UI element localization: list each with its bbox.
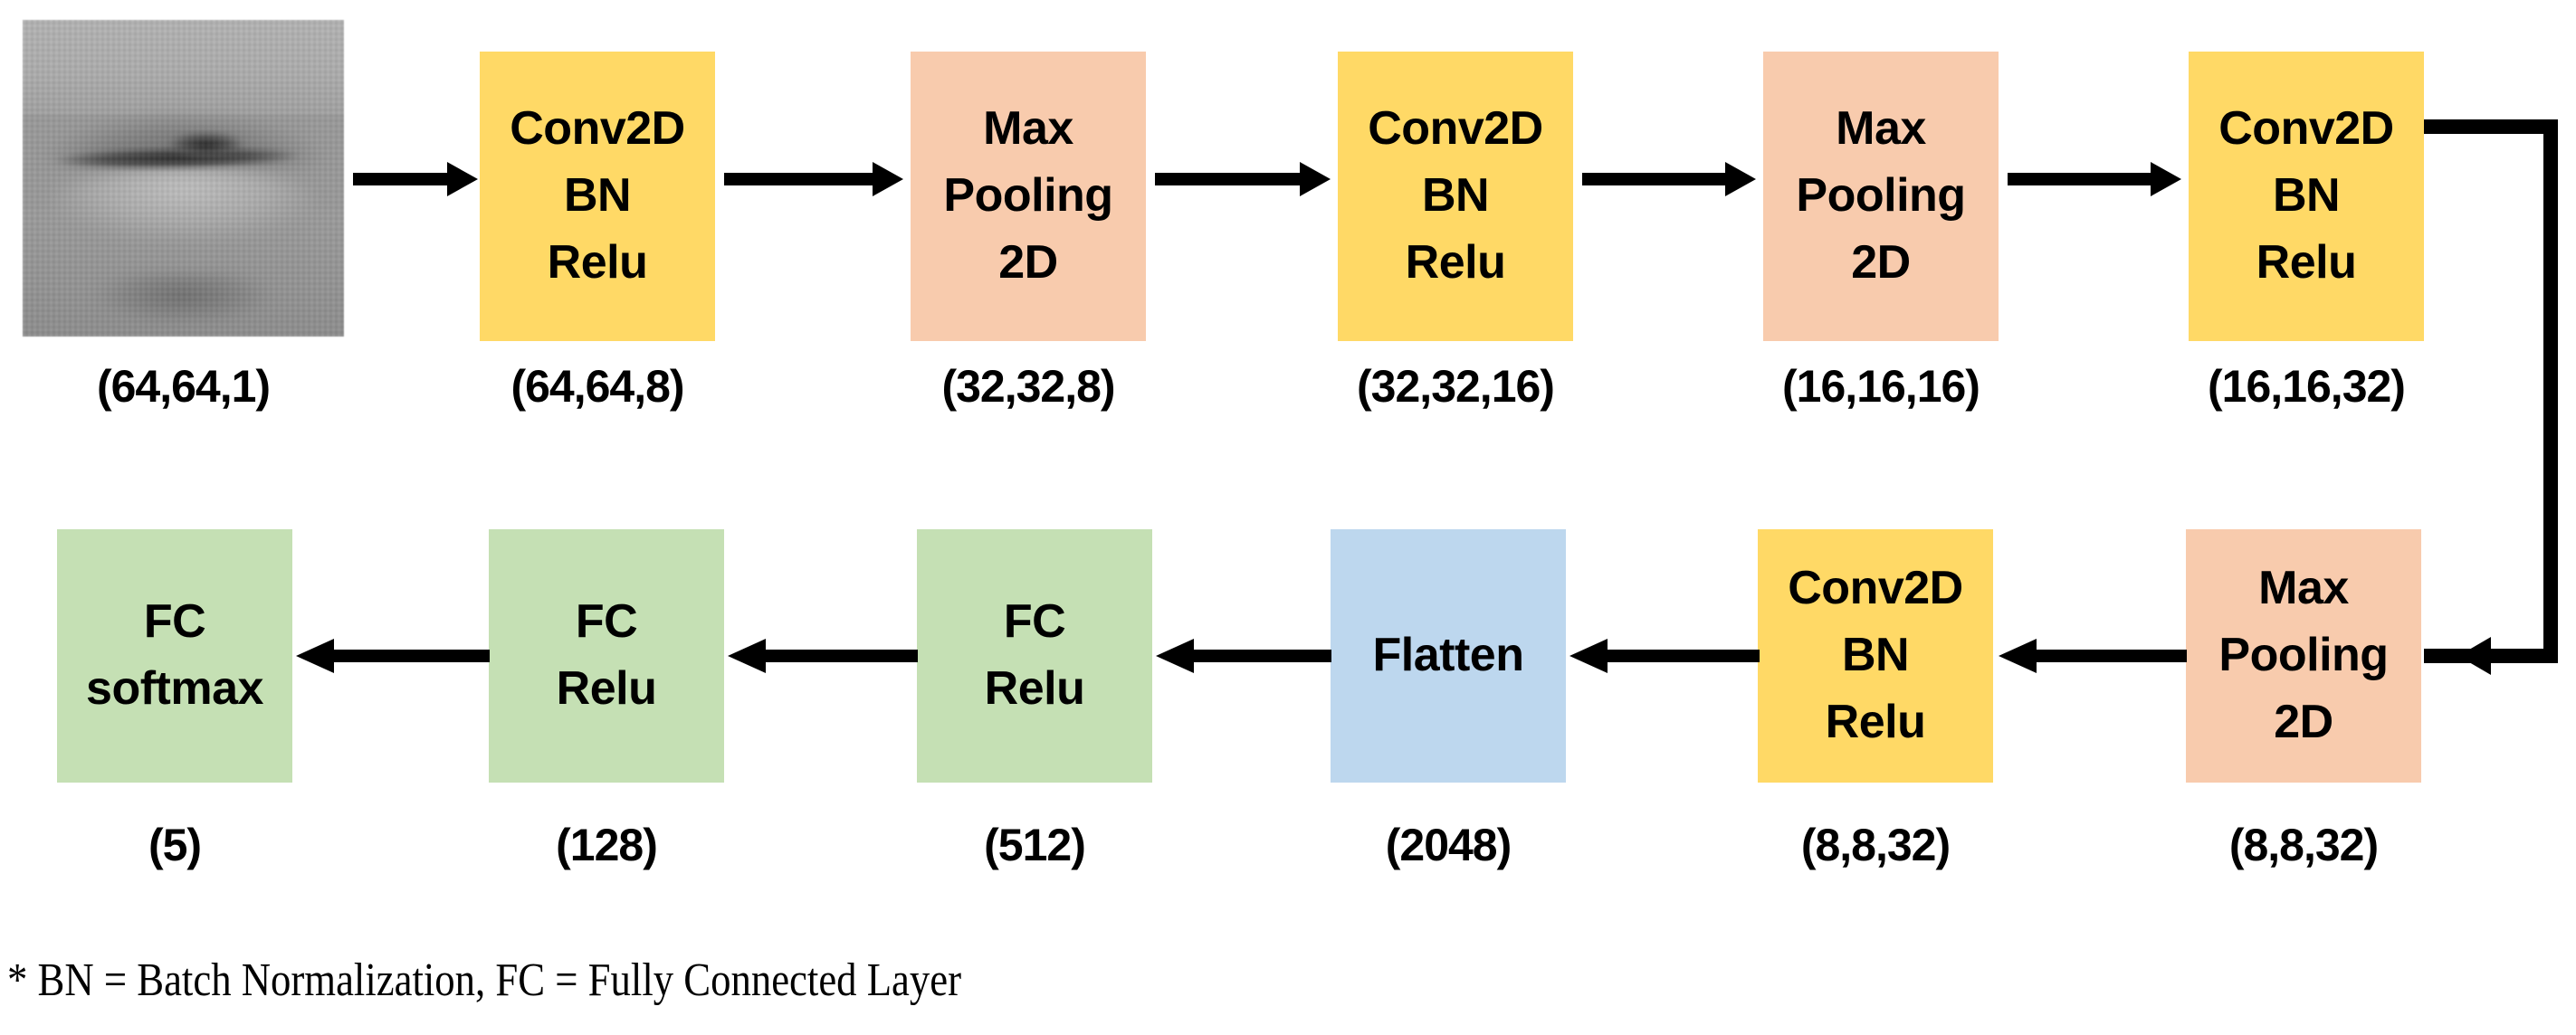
layer-conv4-line1: Conv2D	[1788, 562, 1963, 615]
layer-pool2-line1: Max	[1836, 102, 1926, 156]
layer-pool3-line1: Max	[2258, 562, 2349, 615]
arrow-fc2-to-fc-softmax	[294, 635, 490, 677]
caption-fc2: (128)	[556, 820, 658, 870]
arrow-conv1-to-pool1	[724, 158, 905, 200]
layer-pool2-line2: Pooling	[1796, 169, 1966, 223]
layer-conv2-line3: Relu	[1405, 235, 1506, 289]
layer-conv3-line1: Conv2D	[2218, 102, 2394, 156]
layer-conv3-line2: BN	[2272, 169, 2341, 223]
caption-fc-softmax: (5)	[148, 820, 202, 870]
arrow-fc1-to-fc2	[726, 635, 918, 677]
layer-conv2-line1: Conv2D	[1368, 102, 1543, 156]
caption-fc1: (512)	[984, 820, 1086, 870]
footnote-legend: * BN = Batch Normalization, FC = Fully C…	[7, 954, 961, 1006]
image-region-lower-lip	[48, 168, 319, 239]
layer-flatten-line1: Flatten	[1372, 629, 1524, 682]
caption-conv4: (8,8,32)	[1800, 820, 1951, 870]
caption-conv1: (64,64,8)	[510, 361, 684, 412]
layer-fc2[interactable]: FC Relu	[489, 529, 724, 783]
layer-pool1-line2: Pooling	[943, 169, 1113, 223]
caption-conv2: (32,32,16)	[1357, 361, 1555, 412]
layer-pool3-line3: 2D	[2274, 695, 2333, 748]
arrow-input-to-conv1	[353, 158, 480, 200]
layer-conv1-line2: BN	[563, 169, 632, 223]
layer-conv2[interactable]: Conv2D BN Relu	[1338, 52, 1573, 341]
arrow-pool3-to-conv4	[1997, 635, 2187, 677]
layer-pool3[interactable]: Max Pooling 2D	[2186, 529, 2421, 783]
layer-pool1-line1: Max	[983, 102, 1073, 156]
caption-pool1: (32,32,8)	[941, 361, 1115, 412]
layer-conv1-line3: Relu	[547, 235, 648, 289]
image-pixel-grain	[23, 20, 344, 337]
layer-fc2-line1: FC	[575, 595, 638, 649]
image-region-lip-line-shadow	[157, 128, 254, 157]
layer-fc1[interactable]: FC Relu	[917, 529, 1152, 783]
layer-conv4[interactable]: Conv2D BN Relu	[1758, 529, 1993, 783]
caption-pool3: (8,8,32)	[2228, 820, 2379, 870]
layer-pool2-line3: 2D	[1851, 235, 1911, 289]
caption-conv3: (16,16,32)	[2208, 361, 2406, 412]
layer-fc2-line2: Relu	[556, 662, 657, 715]
arrow-flatten-to-fc1	[1154, 635, 1331, 677]
arrow-pool1-to-conv2	[1155, 158, 1332, 200]
layer-fc1-line2: Relu	[984, 662, 1085, 715]
arrow-pool2-to-conv3	[2008, 158, 2183, 200]
layer-conv4-line3: Relu	[1825, 695, 1926, 748]
layer-fc-softmax-line2: softmax	[86, 662, 263, 715]
layer-pool1[interactable]: Max Pooling 2D	[911, 52, 1146, 341]
layer-conv1[interactable]: Conv2D BN Relu	[480, 52, 715, 341]
layer-fc-softmax[interactable]: FC softmax	[57, 529, 292, 783]
layer-fc-softmax-line1: FC	[143, 595, 206, 649]
caption-pool2: (16,16,16)	[1782, 361, 1980, 412]
layer-pool3-line2: Pooling	[2218, 629, 2389, 682]
layer-pool2[interactable]: Max Pooling 2D	[1763, 52, 1999, 341]
arrow-conv4-to-flatten	[1568, 635, 1760, 677]
caption-input: (64,64,1)	[96, 361, 271, 412]
arrow-conv2-to-pool2	[1582, 158, 1758, 200]
layer-pool1-line3: 2D	[998, 235, 1058, 289]
caption-flatten: (2048)	[1385, 820, 1512, 870]
layer-conv3-line3: Relu	[2256, 235, 2357, 289]
layer-conv2-line2: BN	[1421, 169, 1490, 223]
layer-conv3[interactable]: Conv2D BN Relu	[2189, 52, 2424, 341]
layer-conv4-line2: BN	[1841, 629, 1910, 682]
arrow-conv3-to-pool3-elbow	[2419, 118, 2576, 679]
layer-flatten[interactable]: Flatten	[1331, 529, 1566, 783]
layer-fc1-line1: FC	[1003, 595, 1066, 649]
image-region-chin	[93, 273, 273, 324]
layer-conv1-line1: Conv2D	[510, 102, 685, 156]
input-mouth-image	[23, 20, 344, 337]
